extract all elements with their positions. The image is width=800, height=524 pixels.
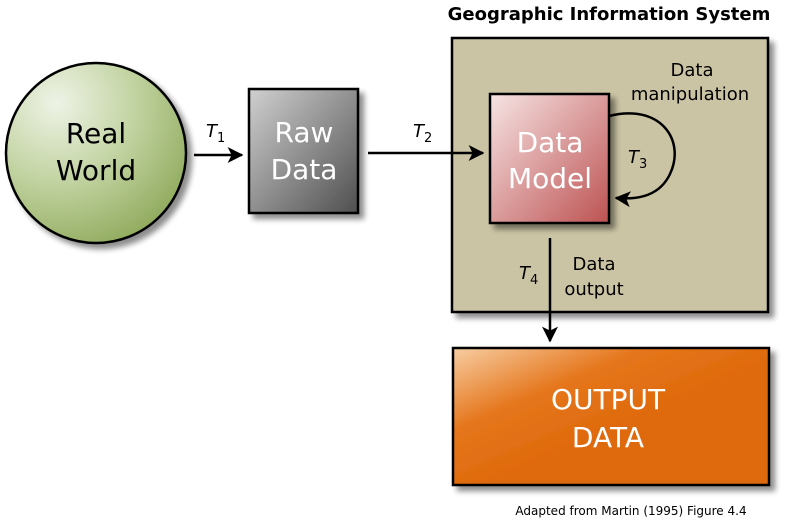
raw-data-label-line2: Data (271, 153, 338, 186)
data-manipulation-label-line1: Data (671, 60, 714, 81)
data-output-label-line1: Data (573, 254, 616, 275)
data-manipulation-label-line2: manipulation (631, 84, 749, 105)
data-model-node: Data Model (488, 92, 611, 225)
raw-data-label-line1: Raw (275, 116, 334, 149)
t1-label: T1 (206, 121, 225, 146)
raw-data-node: Raw Data (247, 87, 360, 215)
t3-loop-arrow (608, 112, 676, 208)
gis-title: Geographic Information System (448, 4, 771, 25)
t3-label: T3 (628, 147, 647, 172)
data-model-label-line2: Model (508, 162, 592, 195)
source-caption: Adapted from Martin (1995) Figure 4.4 (515, 504, 746, 518)
output-data-node: OUTPUT DATA (451, 346, 771, 487)
output-data-label-line2: DATA (572, 421, 644, 454)
real-world-label-line1: Real (66, 117, 126, 150)
real-world-label-line2: World (56, 154, 136, 187)
output-data-label-line1: OUTPUT (551, 383, 666, 416)
real-world-node: Real World (4, 61, 188, 245)
data-model-label-line1: Data (517, 126, 584, 159)
data-output-label-line2: output (564, 279, 623, 300)
t2-label: T2 (413, 121, 432, 146)
t4-label: T4 (519, 263, 538, 288)
